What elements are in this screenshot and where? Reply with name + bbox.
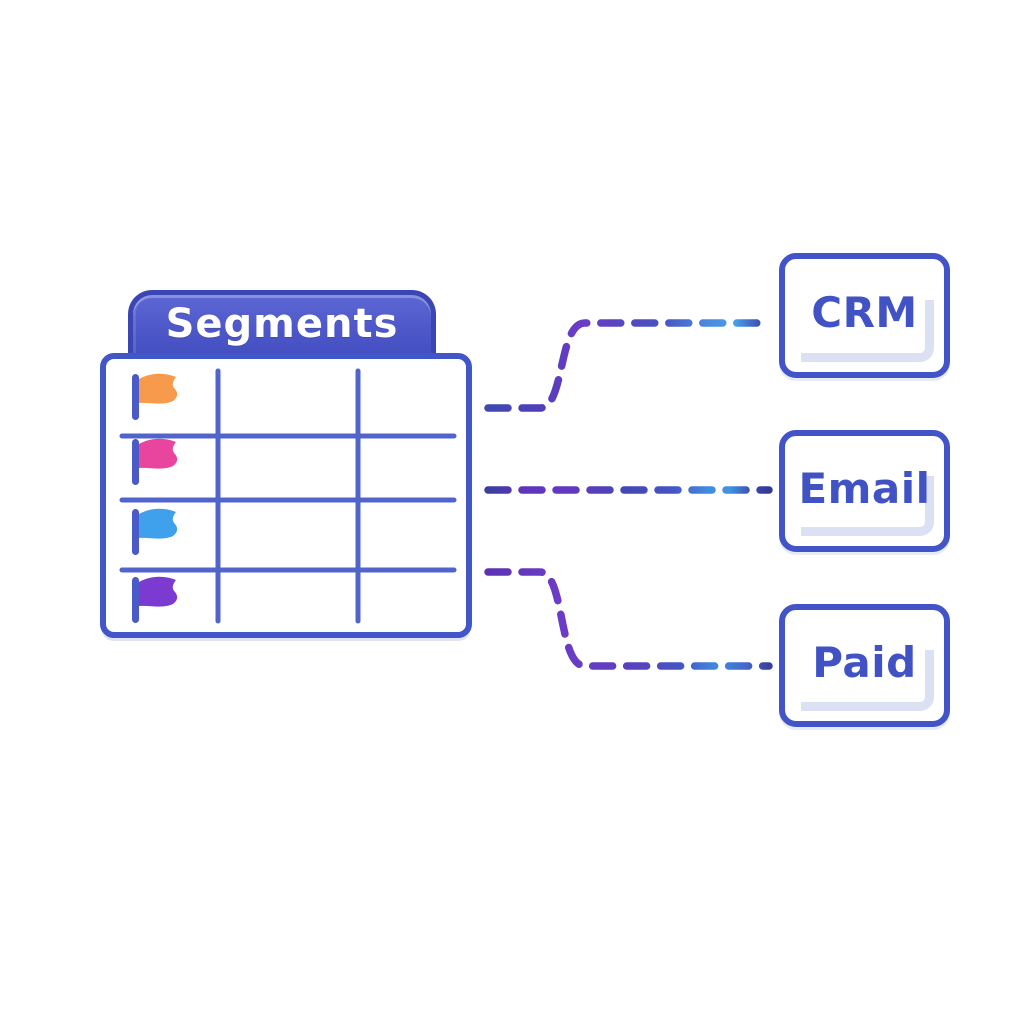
- flag-pole: [132, 374, 139, 420]
- target-box-crm: CRM: [779, 253, 950, 378]
- inner-corner-shadow: [801, 649, 934, 711]
- table-grid-lines: [119, 368, 457, 624]
- flag-pole: [132, 439, 139, 485]
- flag-pole: [132, 509, 139, 555]
- flag-icon-pink: [132, 438, 178, 485]
- flag-icon-purple: [132, 576, 178, 623]
- inner-corner-shadow: [801, 475, 934, 536]
- target-box-paid: Paid: [779, 604, 950, 727]
- flag-icon-blue: [132, 508, 178, 555]
- flag-shape: [139, 576, 178, 607]
- inner-corner-shadow: [801, 299, 934, 362]
- connector-crm: [484, 319, 773, 412]
- flag-shape: [139, 508, 178, 539]
- target-box-email: Email: [779, 430, 950, 552]
- flag-shape: [139, 438, 178, 469]
- flag-shape: [139, 373, 178, 404]
- segments-table-header: Segments: [128, 290, 436, 356]
- crm-label: CRM: [811, 288, 918, 337]
- flag-icon-orange: [132, 373, 178, 420]
- paid-label: Paid: [812, 638, 917, 687]
- flag-pole: [132, 577, 139, 623]
- connector-paid: [484, 568, 773, 670]
- segments-title: Segments: [165, 300, 399, 347]
- email-label: Email: [798, 463, 931, 513]
